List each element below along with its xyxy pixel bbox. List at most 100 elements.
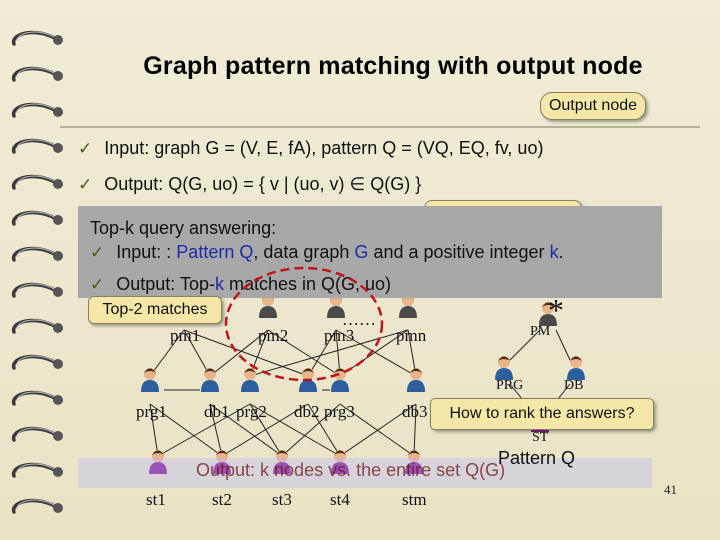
- label-db3: db3: [402, 402, 428, 421]
- slide-title: Graph pattern matching with output node: [143, 52, 643, 80]
- checkmark-icon: ✓: [78, 175, 93, 194]
- binding-ring: [11, 282, 63, 298]
- person-st-icon: [213, 450, 231, 474]
- output-node-callout: Output node: [540, 92, 646, 120]
- pattern-q-label: Pattern Q: [498, 448, 576, 468]
- person-icon: [141, 368, 159, 392]
- topk-heading: Top-k query answering:: [90, 218, 277, 238]
- pattern-edge: [555, 329, 571, 361]
- binding-ring: [11, 66, 63, 82]
- checkmark-icon: ✓: [78, 139, 93, 158]
- person-st-icon: [405, 450, 423, 474]
- ellipsis: ……: [342, 310, 376, 329]
- label-prg2: prg2: [236, 402, 267, 421]
- person-st-icon: [273, 450, 291, 474]
- checkmark-icon: ✓: [90, 275, 105, 294]
- top2-callout: Top-2 matches: [88, 296, 222, 324]
- graph-edge: [149, 403, 223, 457]
- topk-output-prefix: Output: Top-: [116, 274, 215, 294]
- person-st-icon: [331, 450, 349, 474]
- topk-input-pattern: Pattern Q: [176, 242, 254, 262]
- label-pattern-st: ST: [532, 430, 549, 445]
- pattern-prg-icon: [495, 356, 513, 380]
- topk-input-k: k: [549, 242, 559, 262]
- label-st2: st2: [212, 490, 232, 509]
- bullet-output-text: Output: Q(G, uo) = { v | (uo, v) ∈ Q(G) …: [104, 174, 422, 194]
- pattern-edge: [509, 329, 541, 361]
- person-icon: [407, 368, 425, 392]
- person-icon: [201, 368, 219, 392]
- bullet-input: ✓ Input: graph G = (V, E, fA), pattern Q …: [78, 138, 543, 159]
- binding-ring: [11, 246, 63, 262]
- topk-input-prefix: Input: :: [116, 242, 177, 262]
- topk-input-graph: G: [354, 242, 369, 262]
- label-st3: st3: [272, 490, 292, 509]
- bullet-output: ✓ Output: Q(G, uo) = { v | (uo, v) ∈ Q(G)…: [78, 174, 421, 195]
- binding-ring: [11, 318, 63, 334]
- label-pattern-pm: PM: [530, 324, 551, 339]
- graph-edge: [307, 403, 341, 457]
- label-pm3: pm3: [324, 326, 355, 345]
- topk-output-k: k: [214, 274, 224, 294]
- topk-box: Top-k query answering: ✓ Input: : Pattern…: [78, 206, 662, 298]
- bullet-input-text: Input: graph G = (V, E, fA), pattern Q =…: [104, 138, 544, 158]
- graph-edge: [221, 403, 309, 457]
- topk-input-end: .: [558, 242, 564, 262]
- topk-input-line: ✓ Input: : Pattern Q, data graph G and a …: [90, 242, 564, 263]
- graph-edge: [183, 329, 211, 377]
- graph-edge: [339, 403, 417, 457]
- person-icon: [299, 368, 317, 392]
- title-divider: [60, 126, 700, 128]
- binding-ring: [11, 390, 63, 406]
- graph-edge: [413, 403, 417, 457]
- graph-edge: [249, 403, 341, 457]
- topk-input-mid: , data graph: [253, 242, 355, 262]
- binding-ring: [11, 30, 63, 46]
- top2-callout-text: Top-2 matches: [102, 301, 208, 318]
- binding-ring: [11, 102, 63, 118]
- binding-ring: [11, 174, 63, 190]
- label-pmn: pmn: [396, 326, 427, 345]
- binding-ring: [11, 138, 63, 154]
- rank-callout-text: How to rank the answers?: [449, 405, 635, 422]
- star-symbol: *: [548, 292, 564, 328]
- label-pm2: pm2: [258, 326, 289, 345]
- pattern-pm-icon: [539, 302, 557, 326]
- output-node-callout-text: Output node: [548, 97, 638, 114]
- label-pm1: pm1: [170, 326, 201, 345]
- binding-ring: [11, 354, 63, 370]
- bottom-band: [78, 458, 652, 488]
- binding-ring: [11, 462, 63, 478]
- label-prg3: prg3: [324, 402, 355, 421]
- checkmark-icon: ✓: [90, 243, 105, 262]
- rank-callout: How to rank the answers?: [430, 398, 654, 430]
- label-db1: db1: [204, 402, 230, 421]
- graph-edge: [281, 403, 341, 457]
- graph-edge: [157, 403, 251, 457]
- label-prg1: prg1: [136, 402, 167, 421]
- graph-edge: [183, 329, 309, 377]
- graph-edge: [149, 329, 185, 377]
- bottom-output-text: Output: k nodes vs. the entire set Q(G): [196, 460, 506, 480]
- topk-output-line: ✓ Output: Top-k matches in Q(G, uo): [90, 274, 391, 295]
- label-st4: st4: [330, 490, 350, 509]
- graph-edge: [339, 403, 415, 457]
- binding-rings: [11, 30, 63, 514]
- person-st-icon: [149, 450, 167, 474]
- binding-ring: [11, 210, 63, 226]
- graph-edge: [209, 403, 283, 457]
- graph-edge: [209, 403, 223, 457]
- label-pattern-db: DB: [564, 378, 584, 393]
- topk-input-mid2: and a positive integer: [368, 242, 550, 262]
- page-number: 41: [664, 482, 677, 497]
- label-st1: st1: [146, 490, 166, 509]
- topk-output-end: matches in Q(G, uo): [223, 274, 392, 294]
- label-pattern-prg: PRG: [496, 378, 524, 393]
- label-stm: stm: [402, 490, 427, 509]
- graph-edge: [149, 403, 159, 457]
- binding-ring: [11, 498, 63, 514]
- pattern-db-icon: [567, 356, 585, 380]
- label-db2: db2: [294, 402, 320, 421]
- person-icon: [241, 368, 259, 392]
